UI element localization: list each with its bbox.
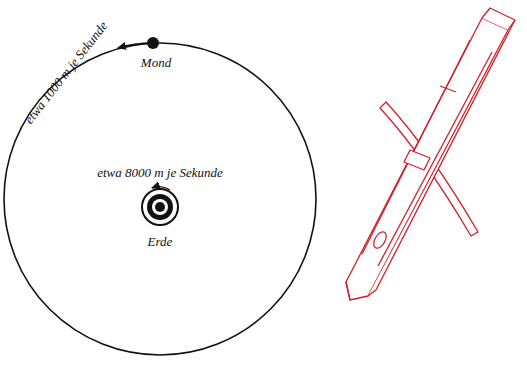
earth-core bbox=[152, 199, 168, 215]
earth-label: Erde bbox=[148, 235, 173, 248]
speed-label-moon: etwa 1000 m je Sekunde bbox=[22, 18, 110, 125]
moon-dot bbox=[147, 37, 159, 49]
speed-label-earth: etwa 8000 m je Sekunde bbox=[97, 166, 223, 179]
earth-ring bbox=[142, 189, 178, 225]
earth-inner bbox=[155, 202, 165, 212]
moon-label: Mond bbox=[141, 56, 171, 69]
orbit-arrow bbox=[118, 43, 152, 48]
rotation-arrow bbox=[152, 187, 170, 190]
earth bbox=[147, 194, 173, 220]
instrument-drawing bbox=[346, 8, 515, 300]
